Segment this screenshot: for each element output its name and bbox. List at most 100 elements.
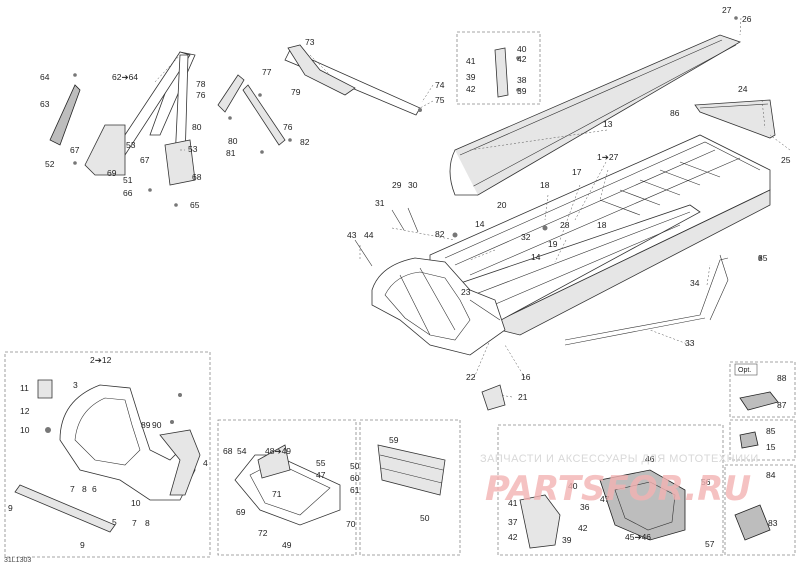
- watermark-caption: ЗАПЧАСТИ И АКСЕССУАРЫ ДЛЯ МОТОТЕХНИКИ: [480, 453, 759, 465]
- callout-87: 87: [777, 400, 787, 410]
- callout-47b: 47: [600, 494, 610, 504]
- lower-bracket-assembly: [234, 444, 341, 526]
- callout-40b: 40: [568, 481, 578, 491]
- callout-7a: 7: [70, 484, 75, 494]
- callout-7b: 7: [132, 518, 137, 528]
- callout-90: 90: [152, 420, 162, 430]
- callout-12: 12: [20, 406, 30, 416]
- callout-73: 73: [305, 37, 315, 47]
- callout-76a: 76: [196, 90, 206, 100]
- callout-6: 6: [92, 484, 97, 494]
- clip: [739, 431, 759, 449]
- callout-13: 13: [603, 119, 613, 129]
- callout-53b: 53: [188, 144, 198, 154]
- tunnel-cover: [449, 34, 741, 196]
- callout-57: 57: [705, 539, 715, 549]
- rear-bracket-assembly: [519, 469, 686, 549]
- callout-71: 71: [272, 489, 282, 499]
- callout-28: 28: [560, 220, 570, 230]
- callout-69b: 69: [236, 507, 246, 517]
- callout-56: 56: [701, 477, 711, 487]
- callout-45-46: 45➔46: [625, 532, 651, 542]
- callout-62-64: 62➔64: [112, 72, 138, 82]
- callout-4: 4: [203, 458, 208, 468]
- callout-74: 74: [435, 80, 445, 90]
- callout-25: 25: [781, 155, 791, 165]
- callout-32: 32: [521, 232, 531, 242]
- callout-39a: 39: [466, 72, 476, 82]
- tab-part: [734, 504, 771, 541]
- callout-79: 79: [291, 87, 301, 97]
- callout-68a: 68: [192, 172, 202, 182]
- rear-rail: [564, 254, 729, 346]
- front-frame-assembly: [14, 379, 201, 533]
- callout-39c: 39: [562, 535, 572, 545]
- callout-43: 43: [347, 230, 357, 240]
- callout-55: 55: [316, 458, 326, 468]
- side-links: [217, 74, 286, 146]
- callout-42a: 42: [517, 54, 527, 64]
- callout-80b: 80: [228, 136, 238, 146]
- callout-9b: 9: [80, 540, 85, 550]
- skid-plate: [377, 444, 446, 496]
- callout-23: 23: [461, 287, 471, 297]
- callout-60: 60: [350, 473, 360, 483]
- callout-50a: 50: [350, 461, 360, 471]
- callout-67b: 67: [140, 155, 150, 165]
- callout-11: 11: [20, 383, 29, 393]
- callout-54: 54: [237, 446, 247, 456]
- callout-10a: 10: [20, 425, 30, 435]
- callout-61: 61: [350, 485, 360, 495]
- callout-78: 78: [196, 79, 206, 89]
- callout-82b: 82: [300, 137, 310, 147]
- callout-86: 86: [670, 108, 680, 118]
- callout-18b: 18: [597, 220, 607, 230]
- callout-64: 64: [40, 72, 50, 82]
- callout-65: 65: [190, 200, 200, 210]
- callout-66: 66: [123, 188, 133, 198]
- callout-19: 19: [548, 239, 558, 249]
- callout-9a: 9: [8, 503, 13, 513]
- callout-29: 29: [392, 180, 402, 190]
- callout-59: 59: [389, 435, 399, 445]
- callout-75: 75: [435, 95, 445, 105]
- callout-34: 34: [690, 278, 700, 288]
- drawing-number: 31L1303: [4, 557, 31, 564]
- callout-52: 52: [45, 159, 55, 169]
- fasteners: [45, 16, 762, 433]
- callout-81: 81: [226, 148, 236, 158]
- callout-40: 40: [517, 44, 527, 54]
- callout-41b: 41: [508, 498, 518, 508]
- callout-85: 85: [766, 426, 776, 436]
- callout-39b: 39: [517, 86, 527, 96]
- callout-14a: 14: [475, 219, 485, 229]
- callout-31: 31: [375, 198, 385, 208]
- opt-step: [739, 391, 779, 411]
- callout-67a: 67: [70, 145, 80, 155]
- callout-37: 37: [508, 517, 518, 527]
- callout-70: 70: [346, 519, 356, 529]
- callout-83: 83: [768, 518, 778, 528]
- callout-42c: 42: [578, 523, 588, 533]
- callout-41a: 41: [466, 56, 476, 66]
- callout-24: 24: [738, 84, 748, 94]
- callout-77: 77: [262, 67, 272, 77]
- callout-16: 16: [521, 372, 531, 382]
- callout-68b: 68: [223, 446, 233, 456]
- steering-support: [284, 44, 422, 116]
- callout-17: 17: [572, 167, 582, 177]
- callout-69a: 69: [107, 168, 117, 178]
- callout-labels: 27 26 13 24 86 25 1➔27 17 18 20 14 32 28…: [8, 5, 791, 550]
- callout-51: 51: [123, 175, 133, 185]
- column-support: [49, 51, 196, 186]
- callout-22: 22: [466, 372, 476, 382]
- callout-26: 26: [742, 14, 752, 24]
- opt-badge: Opt.: [734, 363, 758, 376]
- callout-88: 88: [777, 373, 787, 383]
- callout-27: 27: [722, 5, 732, 15]
- callout-1-27: 1➔27: [597, 152, 619, 162]
- callout-80a: 80: [192, 122, 202, 132]
- callout-89: 89: [141, 420, 151, 430]
